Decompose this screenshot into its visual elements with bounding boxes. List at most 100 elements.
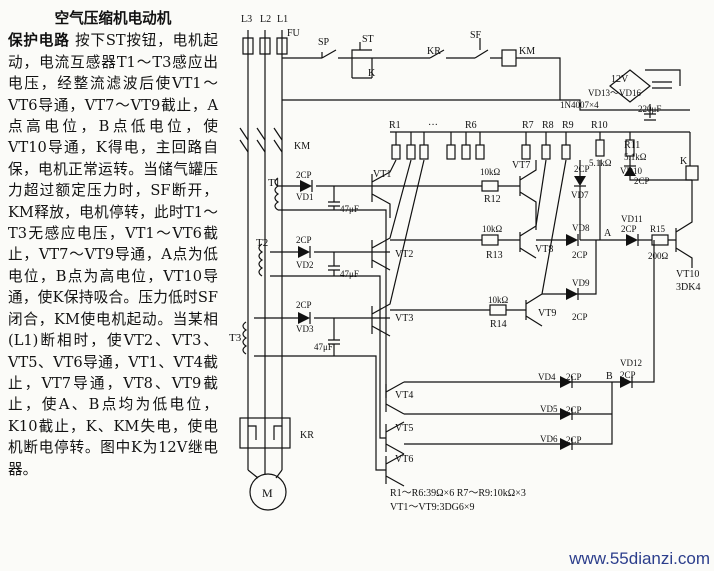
label-cp6: 2CP — [566, 435, 582, 445]
label-c1: 47μF — [340, 204, 359, 214]
label-vt6: VT6 — [395, 454, 413, 465]
label-r14: R14 — [490, 319, 507, 330]
label-t1: T1 — [268, 177, 280, 189]
label-km-main: KM — [294, 141, 310, 152]
parts-note-transistors: VT1～VT9:3DG6×9 — [390, 502, 475, 513]
label-cp10: 2CP — [634, 176, 650, 186]
label-point-a: A — [604, 228, 612, 239]
power-supply — [560, 69, 690, 121]
label-vd5: VD5 — [540, 404, 558, 414]
resistor-bank — [391, 132, 635, 160]
label-l1: L1 — [277, 14, 288, 25]
label-r7: R7 — [522, 120, 534, 131]
description-lead: 保护电路 — [8, 32, 70, 50]
label-3dk4: 3DK4 — [676, 282, 700, 293]
switch-stage — [390, 159, 567, 327]
label-motor: M — [262, 486, 273, 500]
label-t3: T3 — [229, 332, 242, 344]
label-l3: L3 — [241, 14, 252, 25]
label-cp12: 2CP — [620, 370, 636, 380]
label-vt8: VT8 — [535, 244, 553, 255]
label-r14v: 10kΩ — [488, 295, 509, 305]
label-kr: KR — [300, 430, 314, 441]
label-r11: R11 — [624, 140, 640, 151]
overload-and-motor — [239, 417, 291, 511]
transistors-vt1-vt6 — [371, 159, 425, 487]
label-r11v: 5.1kΩ — [624, 152, 647, 162]
label-vt1: VT1 — [373, 169, 391, 180]
control-circuit — [282, 38, 561, 101]
label-r6: R6 — [465, 120, 477, 131]
label-sf: SF — [470, 30, 482, 41]
parts-note-resistors: R1～R6:39Ω×6 R7～R9:10kΩ×3 — [390, 488, 526, 499]
label-c2: 47μF — [340, 269, 359, 279]
diode-network-a — [536, 160, 616, 300]
label-vd7: VD7 — [571, 190, 589, 200]
label-vt10: VT10 — [676, 269, 699, 280]
label-l2: L2 — [260, 14, 271, 25]
label-r8: R8 — [542, 120, 554, 131]
label-r13: R13 — [486, 250, 503, 261]
label-km-coil: KM — [519, 46, 535, 57]
diode-network-b — [404, 240, 655, 450]
label-k-contact: K — [368, 68, 376, 79]
label-12v: 12V — [611, 74, 629, 85]
phase-lines — [239, 30, 288, 470]
label-vd11: VD11 — [621, 214, 643, 224]
label-vd8: VD8 — [572, 223, 590, 233]
label-r12v: 10kΩ — [480, 167, 501, 177]
label-cp9: 2CP — [572, 312, 588, 322]
label-cp7: 2CP — [574, 164, 590, 174]
label-n4007: 1N4007×4 — [560, 100, 599, 110]
label-t2: T2 — [256, 237, 268, 249]
label-sp: SP — [318, 37, 330, 48]
label-vt5: VT5 — [395, 423, 413, 434]
label-k-relay: K — [680, 156, 688, 167]
label-r10v: 5.1kΩ — [589, 158, 612, 168]
label-vt4: VT4 — [395, 390, 413, 401]
label-r15v: 200Ω — [648, 251, 669, 261]
label-vt7: VT7 — [512, 160, 530, 171]
label-vt3: VT3 — [395, 313, 413, 324]
label-cp5: 2CP — [566, 405, 582, 415]
label-cp2: 2CP — [296, 235, 312, 245]
label-vd4: VD4 — [538, 372, 556, 382]
label-r13v: 10kΩ — [482, 224, 503, 234]
label-cp4: 2CP — [566, 372, 582, 382]
label-vd3: VD3 — [296, 324, 314, 334]
label-dots: ··· — [428, 120, 438, 131]
label-vt9: VT9 — [538, 308, 556, 319]
label-r12: R12 — [484, 194, 501, 205]
circuit-diagram: L3 L2 L1 FU SP ST K KR SF KM 12V VD13～VD… — [229, 14, 700, 513]
label-vd9: VD9 — [572, 278, 590, 288]
label-fu: FU — [287, 28, 301, 39]
label-vd12: VD12 — [620, 358, 642, 368]
site-watermark: www.55dianzi.com — [569, 549, 710, 568]
label-r1: R1 — [389, 120, 401, 131]
label-kr-top: KR — [427, 46, 441, 57]
label-point-b: B — [606, 371, 613, 382]
label-cp8: 2CP — [572, 250, 588, 260]
label-st: ST — [362, 34, 374, 45]
label-r15: R15 — [650, 224, 666, 234]
current-transformers — [242, 177, 280, 355]
label-vd1: VD1 — [296, 192, 314, 202]
description-title: 空气压缩机电动机 — [54, 10, 172, 27]
label-vd6: VD6 — [540, 434, 558, 444]
output-stage — [616, 132, 699, 268]
label-cp3: 2CP — [296, 300, 312, 310]
label-vd13: VD13～VD16 — [588, 88, 641, 98]
circuit-description: 空气压缩机电动机 保护电路 按下ST按钮，电机起动，电流互感器T1～T3感应出电… — [8, 8, 218, 480]
label-vd10: VD10 — [620, 166, 642, 176]
label-c220: 220μF — [638, 104, 661, 114]
rectifier-stages — [254, 180, 390, 357]
description-body: 按下ST按钮，电机起动，电流互感器T1～T3感应出电压，经整流滤波后使VT1～V… — [8, 32, 218, 478]
label-vt2: VT2 — [395, 249, 413, 260]
label-vd2: VD2 — [296, 260, 314, 270]
label-r10: R10 — [591, 120, 608, 131]
label-r9: R9 — [562, 120, 574, 131]
label-c3: 47μF — [314, 342, 333, 352]
label-cp11: 2CP — [621, 224, 637, 234]
label-cp1: 2CP — [296, 170, 312, 180]
